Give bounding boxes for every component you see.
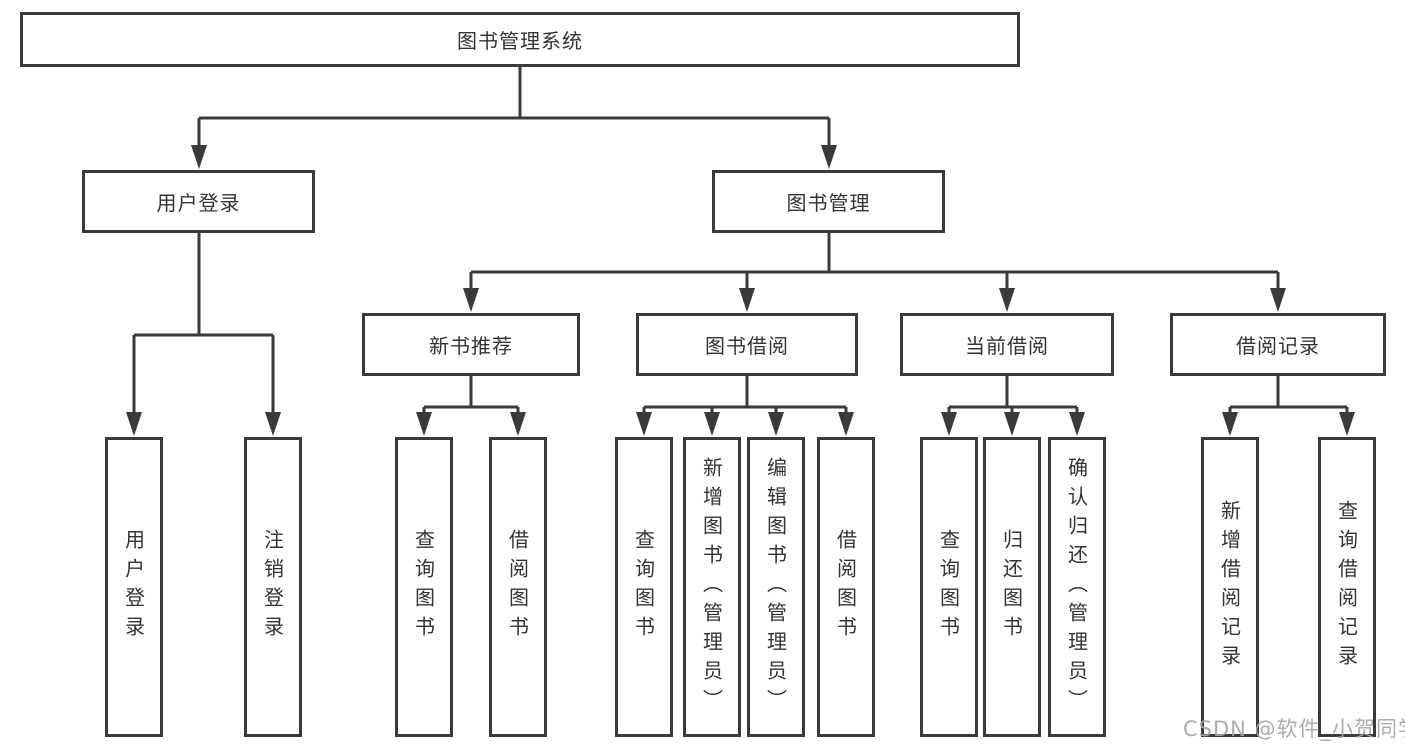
leaf-add-borrow-record: 新增借阅记录 [1201, 437, 1259, 737]
leaf-borrow-books-recommend: 借阅图书 [489, 437, 547, 737]
leaf-confirm-return-admin: 确认归还（管理员） [1048, 437, 1106, 737]
connector-book-mgmt-children [463, 233, 1286, 312]
node-new-book-recommend-label: 新书推荐 [429, 334, 513, 358]
leaf-borrow-books: 借阅图书 [817, 437, 875, 737]
connector-current-borrow-children [941, 376, 1085, 436]
leaf-borrow-books-recommend-label: 借阅图书 [505, 529, 530, 645]
leaf-logout: 注销登录 [244, 437, 302, 737]
node-book-borrow-label: 图书借阅 [705, 334, 789, 358]
leaf-add-book-admin-label: 新增图书（管理员） [699, 456, 724, 718]
node-user-login: 用户登录 [82, 170, 315, 233]
node-current-borrow-label: 当前借阅 [965, 334, 1049, 358]
node-book-management: 图书管理 [712, 170, 945, 233]
leaf-borrow-books-label: 借阅图书 [833, 529, 858, 645]
leaf-edit-book-admin: 编辑图书（管理员） [747, 437, 805, 737]
leaf-query-borrow-record: 查询借阅记录 [1318, 437, 1376, 737]
leaf-query-books-borrow-label: 查询图书 [631, 529, 656, 645]
leaf-logout-label: 注销登录 [260, 529, 285, 645]
leaf-user-login-label: 用户登录 [121, 529, 146, 645]
connector-new-book-children [416, 376, 526, 436]
node-book-borrow: 图书借阅 [636, 313, 858, 376]
leaf-user-login: 用户登录 [105, 437, 163, 737]
leaf-query-books-recommend-label: 查询图书 [411, 529, 436, 645]
node-book-management-label: 图书管理 [786, 191, 871, 215]
node-borrow-records-label: 借阅记录 [1236, 334, 1320, 358]
leaf-add-book-admin: 新增图书（管理员） [683, 437, 741, 737]
connector-book-borrow-children [636, 376, 854, 436]
connector-root-to-level2 [191, 67, 837, 169]
leaf-query-books-recommend: 查询图书 [395, 437, 453, 737]
connector-user-login-children [126, 233, 281, 436]
connector-borrow-records-children [1222, 376, 1355, 436]
leaf-query-books-current-label: 查询图书 [936, 529, 961, 645]
leaf-query-books-borrow: 查询图书 [615, 437, 673, 737]
leaf-query-borrow-record-label: 查询借阅记录 [1334, 500, 1359, 674]
node-current-borrow: 当前借阅 [900, 313, 1114, 376]
node-new-book-recommend: 新书推荐 [362, 313, 580, 376]
node-root-system: 图书管理系统 [20, 12, 1020, 67]
leaf-confirm-return-admin-label: 确认归还（管理员） [1064, 456, 1089, 718]
leaf-return-book-label: 归还图书 [999, 529, 1024, 645]
node-user-login-label: 用户登录 [156, 191, 241, 215]
node-borrow-records: 借阅记录 [1170, 313, 1386, 376]
csdn-watermark: CSDN @软件_小贺同学 [1183, 717, 1405, 741]
leaf-query-books-current: 查询图书 [920, 437, 978, 737]
leaf-edit-book-admin-label: 编辑图书（管理员） [763, 456, 788, 718]
node-root-system-label: 图书管理系统 [457, 29, 583, 53]
leaf-add-borrow-record-label: 新增借阅记录 [1217, 500, 1242, 674]
leaf-return-book: 归还图书 [983, 437, 1041, 737]
